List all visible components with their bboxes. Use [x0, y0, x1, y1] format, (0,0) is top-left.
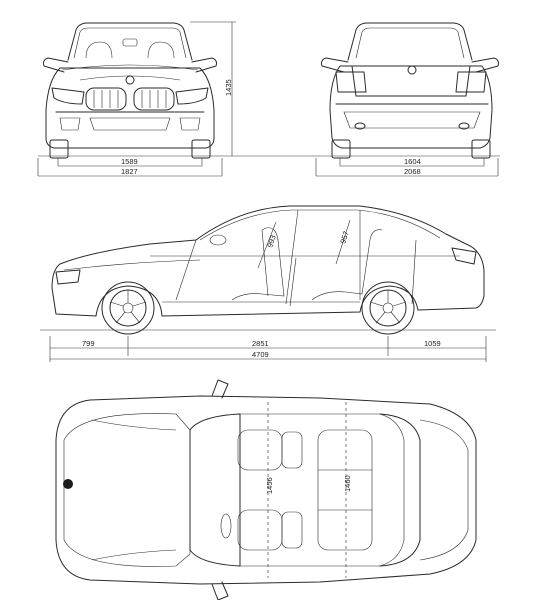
- hood-badge: [63, 479, 73, 489]
- rear-width-label: 2068: [404, 167, 421, 176]
- wheelbase-label: 2851: [252, 339, 269, 348]
- rear-track-label: 1604: [404, 157, 421, 166]
- rear-view: [321, 22, 499, 159]
- height-label: 1435: [224, 79, 233, 96]
- rear-headroom-label: 957: [338, 230, 350, 245]
- front-track-label: 1589: [121, 157, 138, 166]
- side-dimensions: 993 957 799 2851 1059 4709: [40, 219, 496, 362]
- top-view: [55, 379, 477, 600]
- front-width-label: 1827: [121, 167, 138, 176]
- front-overhang-label: 799: [82, 339, 95, 348]
- front-view: [43, 22, 217, 159]
- front-headroom-label: 993: [265, 234, 277, 249]
- front-dimensions: 1589 1827 1435: [37, 21, 236, 177]
- top-dimensions: 1456 1460: [265, 475, 352, 494]
- rear-shoulder-label: 1460: [343, 475, 352, 492]
- front-shoulder-label: 1456: [265, 477, 274, 494]
- length-label: 4709: [252, 350, 269, 359]
- side-view: [51, 205, 485, 335]
- rear-dimensions: 1604 2068: [315, 157, 499, 177]
- rear-overhang-label: 1059: [424, 339, 441, 348]
